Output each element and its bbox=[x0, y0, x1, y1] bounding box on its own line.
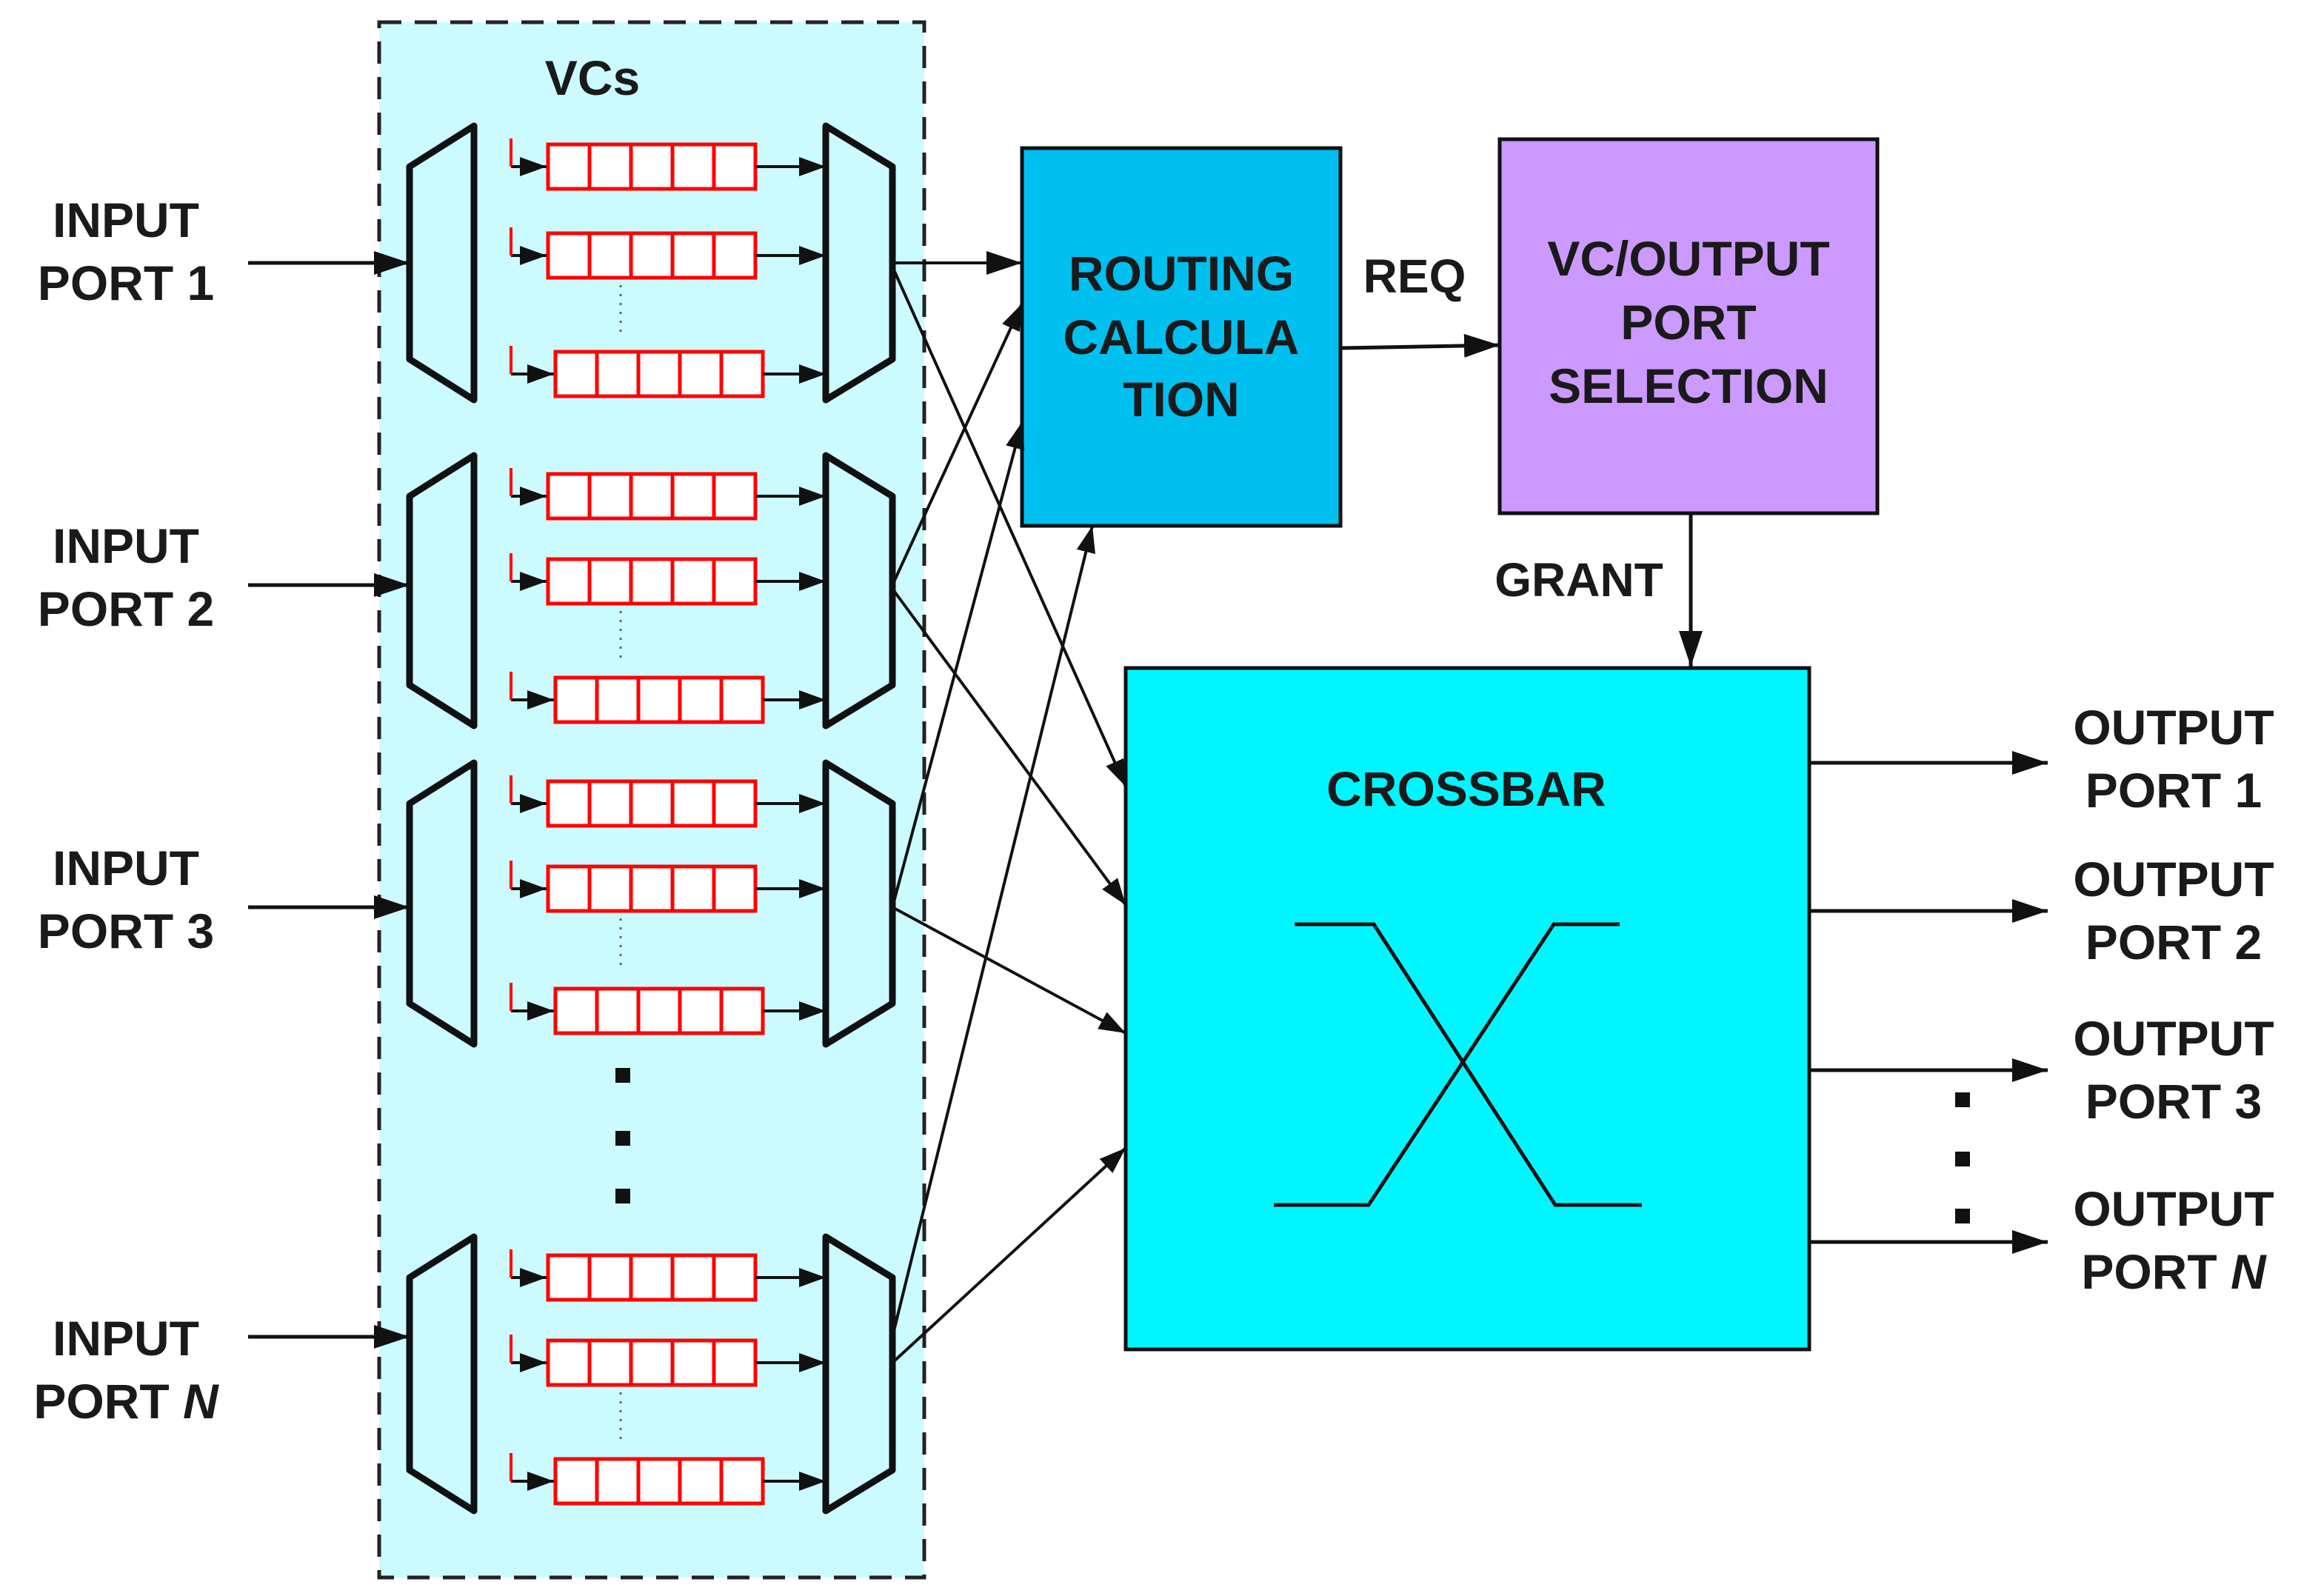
input-port-group bbox=[406, 1233, 896, 1515]
ellipsis-dot bbox=[615, 1068, 630, 1083]
input-port-label: INPUT bbox=[53, 518, 199, 573]
demux bbox=[406, 452, 478, 729]
vc-buffer bbox=[546, 231, 758, 280]
port2-to-routing-line bbox=[891, 303, 1023, 586]
ellipsis-dot bbox=[1955, 1092, 1970, 1107]
routing-label-line3: TION bbox=[1123, 372, 1240, 427]
port-index: N bbox=[2231, 1244, 2267, 1299]
vc-buffer bbox=[546, 472, 758, 521]
input-port-label: PORT 1 bbox=[38, 256, 214, 310]
portN-to-routing-line bbox=[891, 525, 1096, 1338]
ellipsis-dot bbox=[1955, 1152, 1970, 1166]
vc-buffer bbox=[546, 779, 758, 828]
selection-label-line1: VC/OUTPUT bbox=[1547, 231, 1829, 286]
vc-buffer bbox=[553, 675, 765, 724]
vcs-label: VCs bbox=[545, 50, 640, 105]
input-port-label: INPUT bbox=[53, 193, 199, 247]
crossbar-switch-line bbox=[1274, 922, 1620, 1207]
input-port-group bbox=[406, 759, 896, 1048]
mux bbox=[822, 1233, 896, 1515]
vc-buffer bbox=[553, 1457, 765, 1506]
vc-buffer bbox=[546, 142, 758, 191]
grant-label: GRANT bbox=[1495, 553, 1663, 607]
input-port-label: PORT 3 bbox=[38, 904, 214, 958]
output-port-label: PORT N bbox=[2081, 1244, 2267, 1299]
mux bbox=[822, 122, 896, 404]
port3-to-crossbar-line bbox=[892, 906, 1126, 1035]
output-port-label: OUTPUT bbox=[2073, 1011, 2274, 1066]
routing-label-line1: ROUTING bbox=[1069, 246, 1294, 301]
output-port-label: PORT 2 bbox=[2085, 915, 2262, 969]
req-label: REQ bbox=[1363, 250, 1466, 303]
vc-buffer bbox=[553, 986, 765, 1035]
input-port-group bbox=[406, 452, 896, 729]
demux bbox=[406, 122, 478, 404]
input-port-label: PORT 2 bbox=[38, 581, 214, 636]
connection-lines bbox=[891, 251, 1127, 1364]
crossbar-switch-line bbox=[1295, 922, 1642, 1207]
input-port-label: INPUT bbox=[53, 841, 199, 895]
demux bbox=[406, 1233, 478, 1515]
ellipsis-dot bbox=[615, 1131, 630, 1146]
req-arrow bbox=[1340, 333, 1500, 358]
vc-output-port-selection-block bbox=[1497, 137, 1880, 515]
output-labels: OUTPUT PORT 1 OUTPUT PORT 2 OUTPUT PORT 3 OUTP… bbox=[1809, 700, 2274, 1299]
input-port-group bbox=[406, 122, 896, 404]
output-port-label: OUTPUT bbox=[2073, 700, 2274, 755]
crossbar-label: CROSSBAR bbox=[1326, 761, 1606, 816]
output-port-label: PORT 3 bbox=[2085, 1074, 2262, 1129]
selection-label-line3: SELECTION bbox=[1549, 358, 1829, 413]
routing-calculation-block bbox=[1020, 146, 1343, 528]
input-port-label: PORT N bbox=[33, 1374, 219, 1429]
vc-buffer bbox=[546, 557, 758, 606]
mux bbox=[822, 452, 896, 729]
vc-buffer bbox=[546, 864, 758, 913]
demux bbox=[406, 759, 478, 1048]
input-port-groups bbox=[406, 122, 896, 1515]
input-labels: INPUT PORT 1 INPUT PORT 2 INPUT PORT 3 INPUT PO… bbox=[33, 193, 410, 1429]
ellipsis-dot bbox=[615, 1189, 630, 1203]
vc-buffer bbox=[546, 1338, 758, 1387]
vc-buffer bbox=[553, 350, 765, 398]
routing-label-line2: CALCULA bbox=[1063, 310, 1300, 364]
crossbar-block bbox=[1123, 666, 1811, 1352]
output-port-label: OUTPUT bbox=[2073, 852, 2274, 906]
mux bbox=[822, 759, 896, 1048]
selection-label-line2: PORT bbox=[1620, 295, 1756, 350]
input-port-label: INPUT bbox=[53, 1311, 199, 1366]
port-index: N bbox=[183, 1374, 219, 1429]
port3-to-routing-line bbox=[891, 421, 1025, 908]
ellipsis-dot bbox=[1955, 1209, 1970, 1223]
output-port-label: PORT 1 bbox=[2085, 763, 2262, 818]
portN-to-crossbar-line bbox=[891, 1146, 1127, 1364]
port1-to-crossbar-line bbox=[891, 266, 1127, 787]
vc-buffer bbox=[546, 1253, 758, 1302]
output-port-label: OUTPUT bbox=[2073, 1181, 2274, 1236]
port2-to-crossbar-line bbox=[891, 587, 1127, 906]
